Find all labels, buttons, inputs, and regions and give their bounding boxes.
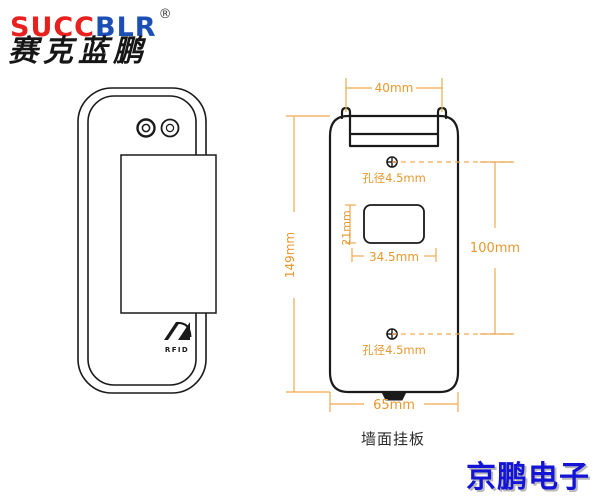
dimension-label-window-height: 21mm <box>340 210 353 245</box>
dimension-label-top-width: 40mm <box>375 81 414 95</box>
camera-lens-right <box>160 118 180 138</box>
dimension-top-width: 40mm <box>345 78 443 112</box>
plate-cable-window <box>363 204 425 244</box>
logo-chinese-text: 赛克蓝鹏 <box>8 34 148 69</box>
dimension-window-height: 21mm <box>340 204 356 246</box>
dimension-hole-spacing: 100mm <box>392 161 520 335</box>
company-logo: SUCCBLR® 赛克蓝鹏 <box>6 4 216 74</box>
callout-hole-diameter-top: 孔径4.5mm <box>362 171 426 185</box>
logo-latin-text: SUCCBLR® <box>10 7 173 43</box>
plate-caption: 墙面挂板 <box>360 430 425 448</box>
dimension-label-window-width: 34.5mm <box>369 250 419 264</box>
device-illustration: RFID <box>77 87 217 394</box>
callout-hole-diameter-bottom: 孔径4.5mm <box>362 343 426 357</box>
wall-mount-plate-drawing: 40mm 149mm 65mm 100mm <box>283 78 520 413</box>
watermark-text: 京鹏电子 <box>466 460 590 495</box>
registered-trademark-icon: ® <box>158 7 173 22</box>
plate-bottom-notch <box>381 391 407 401</box>
device-display-screen <box>120 154 217 314</box>
logo-text-blr: BLR <box>95 12 157 43</box>
plate-top-hook <box>340 106 448 136</box>
dimension-label-hole-spacing: 100mm <box>470 241 520 256</box>
dimension-bottom-width: 65mm <box>329 392 459 413</box>
plate-top-hook-lip <box>348 134 440 148</box>
rfid-icon: RFID <box>164 321 192 354</box>
dimension-label-bottom-width: 65mm <box>373 398 415 413</box>
logo-text-succ: SUCC <box>10 12 95 43</box>
dimension-label-total-height: 149mm <box>283 232 297 278</box>
camera-lens-left <box>136 118 156 138</box>
dimension-window-width: 34.5mm <box>351 248 437 264</box>
dimension-total-height: 149mm <box>283 115 330 393</box>
svg-text:RFID: RFID <box>165 346 189 354</box>
